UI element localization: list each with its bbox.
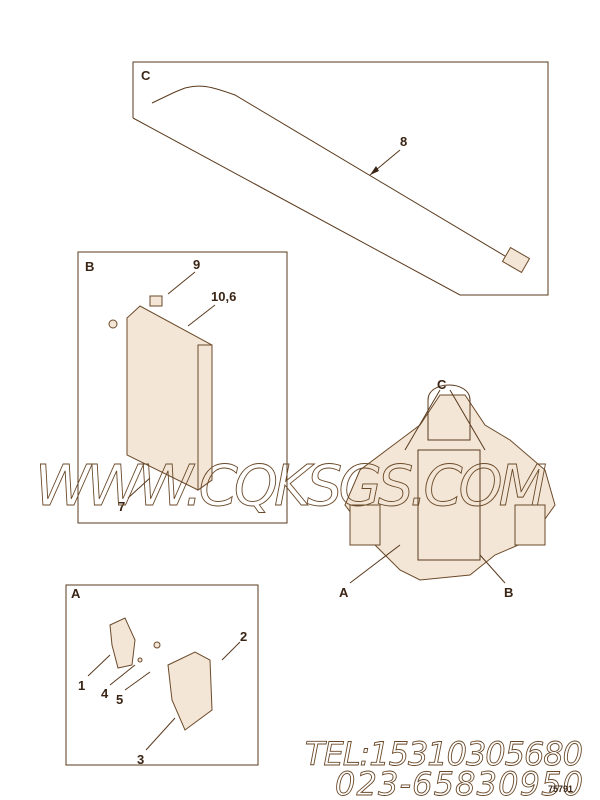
callout-7: 7 (118, 499, 125, 514)
view-b-panel: B 9 10,6 7 (77, 251, 288, 524)
engine-overview: C A B (339, 377, 556, 600)
engine-label-b: B (504, 585, 513, 600)
view-b-label: B (85, 259, 94, 274)
callout-5: 5 (116, 692, 123, 707)
callout-1: 1 (78, 678, 85, 693)
callout-8: 8 (400, 134, 407, 149)
callout-4: 4 (101, 686, 109, 701)
view-c-panel: C 8 (132, 61, 549, 296)
callout-3: 3 (137, 752, 144, 767)
view-c-label: C (141, 68, 151, 83)
view-a-panel: A 1 2 3 4 5 (65, 584, 259, 767)
figure-code: 75791 (548, 784, 573, 794)
callout-2: 2 (240, 629, 247, 644)
callout-9: 9 (193, 257, 200, 272)
view-a-label: A (71, 586, 81, 601)
watermark-phone: 023-65830950 (335, 765, 583, 800)
watermark-site: WWW.CQKSGS.COM (35, 454, 547, 519)
callout-10-6: 10,6 (211, 289, 236, 304)
watermark-tel: TEL:15310305680 (305, 735, 583, 773)
engine-label-c: C (437, 377, 447, 392)
engine-label-a: A (339, 585, 349, 600)
